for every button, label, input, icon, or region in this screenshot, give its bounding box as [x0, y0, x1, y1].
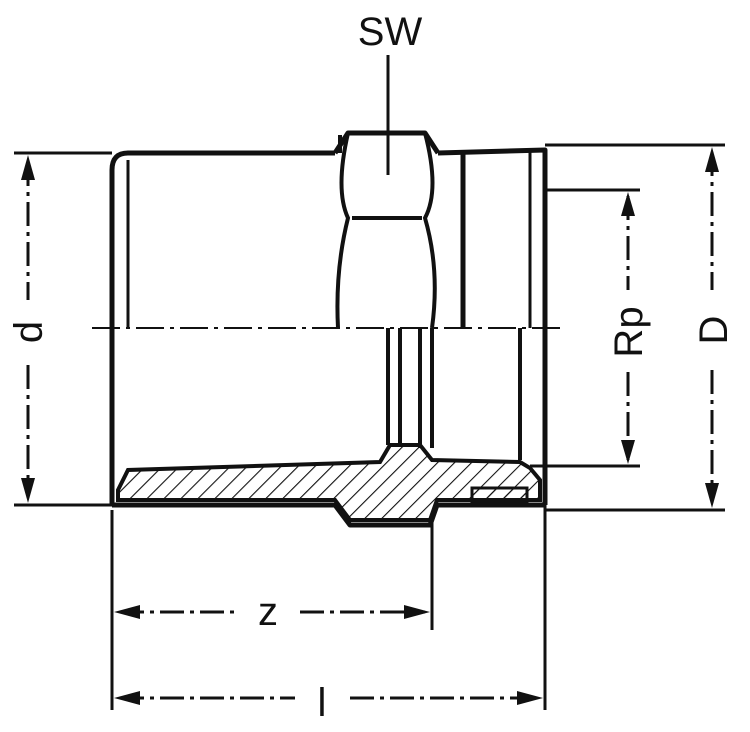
wall-section-hatch	[116, 443, 542, 522]
z-dimension	[110, 510, 434, 630]
rp-dimension	[530, 188, 640, 468]
z-label: z	[258, 590, 278, 634]
D-dimension	[545, 143, 725, 512]
inner-lines-lower	[386, 328, 522, 460]
hex-nut	[335, 132, 437, 329]
rp-label: Rp	[607, 306, 651, 357]
l-label: l	[318, 681, 327, 725]
sw-label: SW	[358, 10, 423, 54]
inner-lines-upper	[126, 150, 532, 328]
seal-ring	[470, 486, 529, 504]
D-label: D	[692, 316, 736, 345]
d-dimension	[14, 151, 112, 507]
l-dimension	[110, 505, 547, 710]
d-label: d	[7, 321, 51, 343]
